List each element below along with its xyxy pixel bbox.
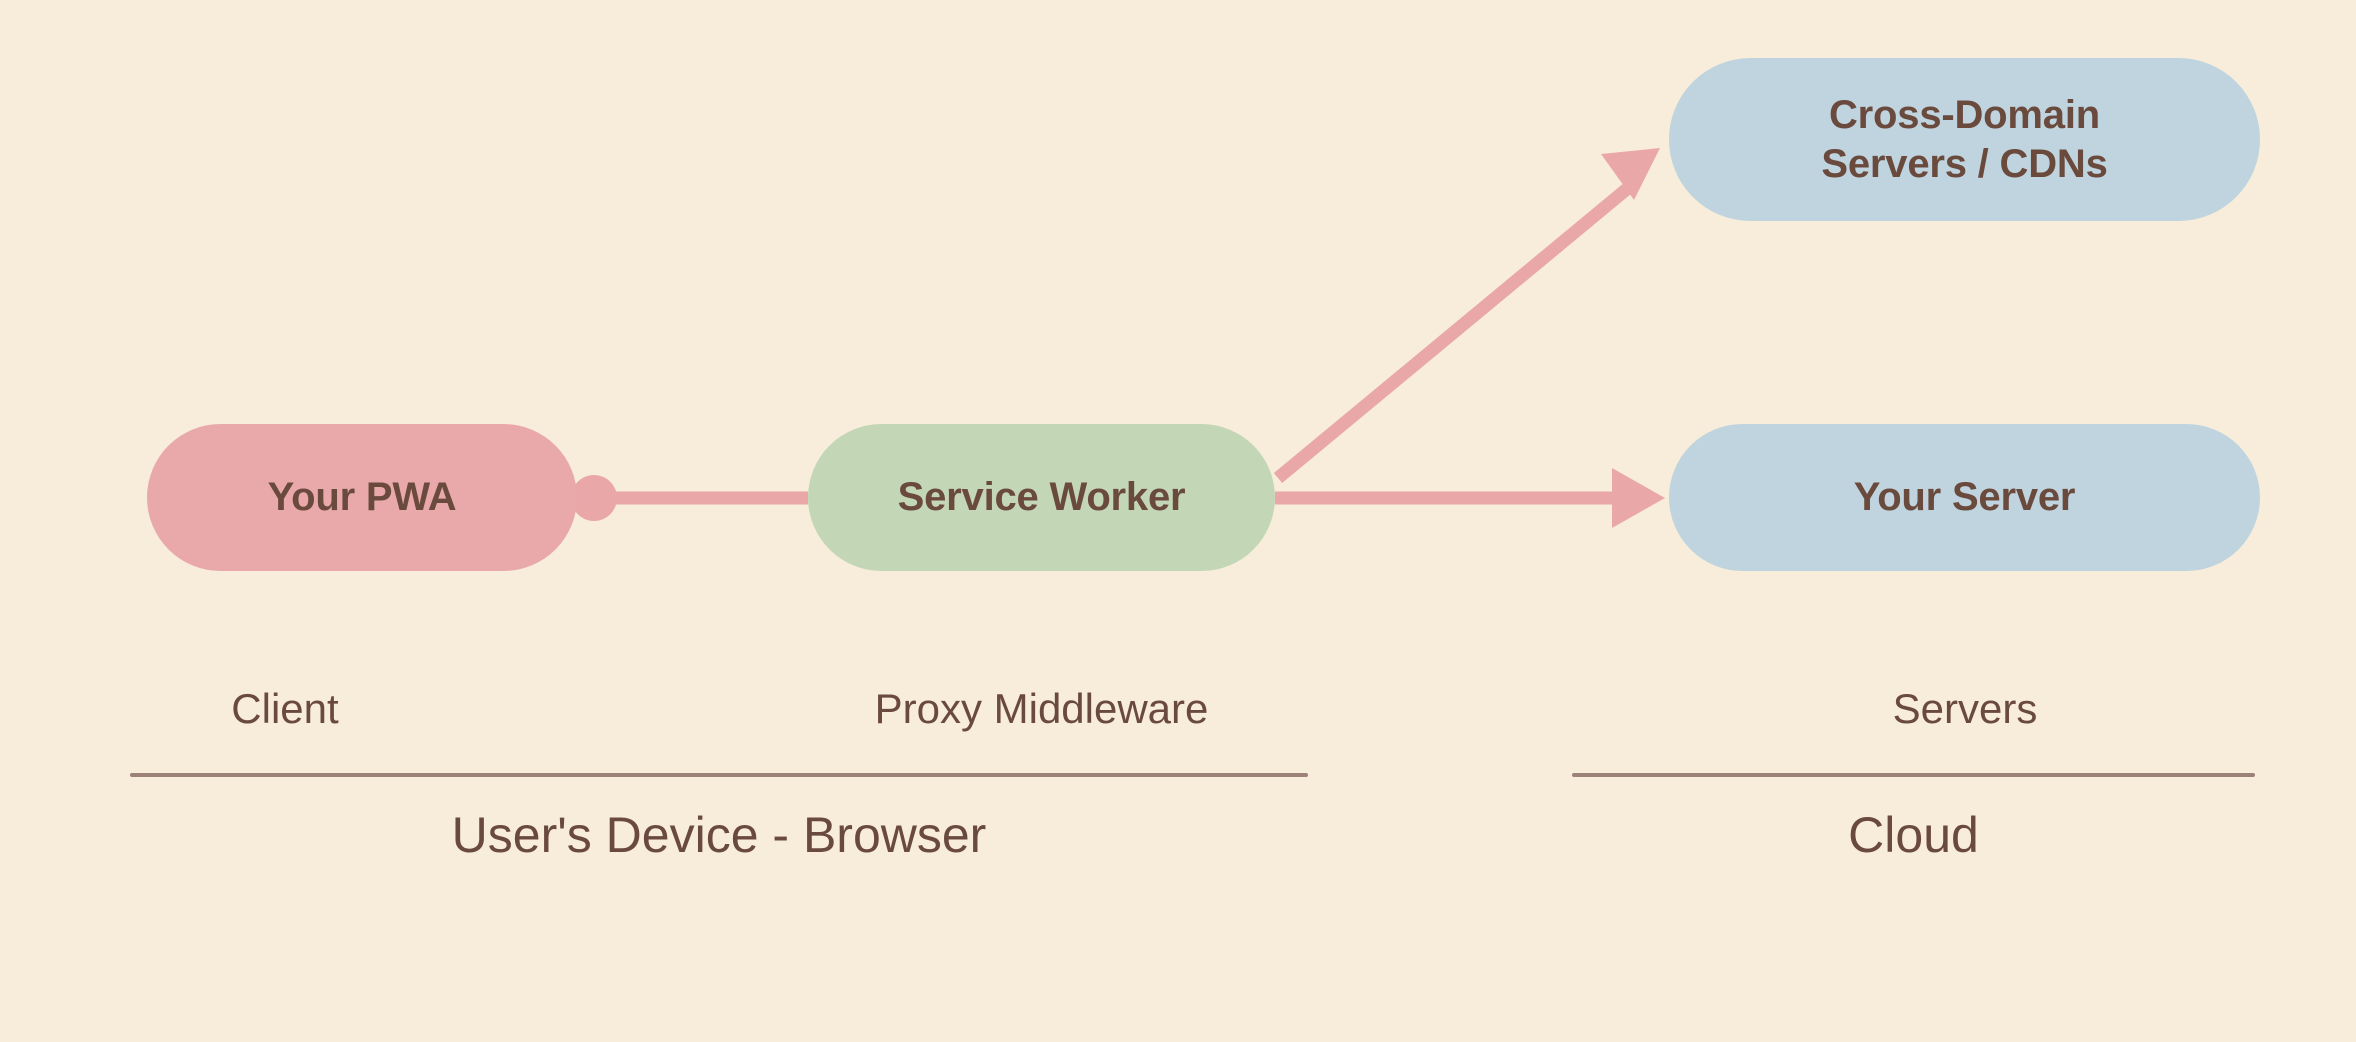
zone-label-client: Client [231,685,339,732]
node-service-worker[interactable]: Service Worker [808,424,1275,571]
node-service-worker-label: Service Worker [897,475,1186,520]
edge-dot-marker-icon [571,475,617,521]
edge-pwa-to-service-worker [571,475,808,521]
node-your-server-label: Your Server [1853,475,2076,520]
edge-service-worker-to-your-server [1275,468,1665,528]
edge-line-cdn [1273,182,1633,484]
zone-title-users-device-browser: User's Device - Browser [451,807,987,863]
node-cross-domain-servers[interactable]: Cross-Domain Servers / CDNs [1669,58,2260,221]
node-cross-domain-servers-label: Cross-Domain Servers / CDNs [1821,92,2108,186]
zone-label-proxy-middleware: Proxy Middleware [874,685,1209,732]
arrowhead-icon-cdn [1601,148,1660,200]
node-your-server[interactable]: Your Server [1669,424,2260,571]
node-your-pwa-label: Your PWA [267,475,457,520]
arrowhead-icon-server [1612,468,1665,528]
zone-title-cloud: Cloud [1848,807,1979,863]
edge-service-worker-to-cross-domain [1273,148,1660,484]
node-your-pwa[interactable]: Your PWA [147,424,577,571]
zone-divider-right [1572,773,2255,777]
zone-label-servers: Servers [1892,685,2038,732]
zone-divider-left [130,773,1308,777]
